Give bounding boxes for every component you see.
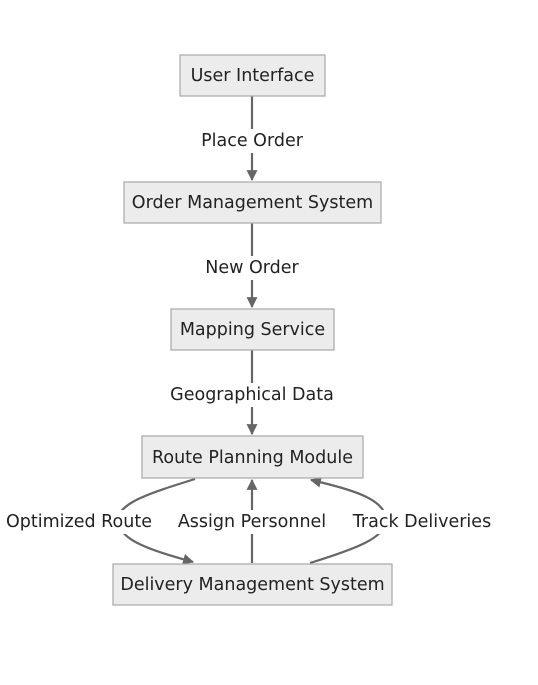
node-label: Delivery Management System [120, 575, 384, 595]
node-box [141, 435, 364, 479]
node-user-interface[interactable]: User Interface [179, 54, 326, 97]
node-box [170, 308, 335, 351]
node-label: Mapping Service [180, 320, 325, 340]
edge-label-bg [198, 129, 306, 153]
edge-label-track-deliveries: Track Deliveries [352, 512, 491, 532]
edge-label-bg [168, 383, 336, 407]
nodes-layer: User Interface Order Management System M… [112, 54, 393, 606]
edge-labels-layer: Place Order New Order Geographical Data … [4, 129, 494, 534]
edge-label-bg [202, 256, 302, 280]
node-mapping-service[interactable]: Mapping Service [170, 308, 335, 351]
edge-label-geographical-data: Geographical Data [170, 385, 334, 405]
edge-label-place-order: Place Order [201, 131, 304, 151]
node-route-planning-module[interactable]: Route Planning Module [141, 435, 364, 479]
node-label: User Interface [191, 66, 315, 86]
edge-label-bg [350, 510, 494, 534]
edge-label-optimized-route: Optimized Route [6, 512, 152, 532]
edge-label-assign-personnel: Assign Personnel [178, 512, 326, 532]
node-box [112, 563, 393, 606]
node-order-management-system[interactable]: Order Management System [123, 181, 382, 224]
node-delivery-management-system[interactable]: Delivery Management System [112, 563, 393, 606]
node-box [123, 181, 382, 224]
edge-label-bg [176, 510, 328, 534]
edge-label-new-order: New Order [205, 258, 299, 278]
edge-label-bg [4, 510, 154, 534]
node-box [179, 54, 326, 97]
node-label: Order Management System [132, 193, 373, 213]
node-label: Route Planning Module [152, 448, 353, 468]
